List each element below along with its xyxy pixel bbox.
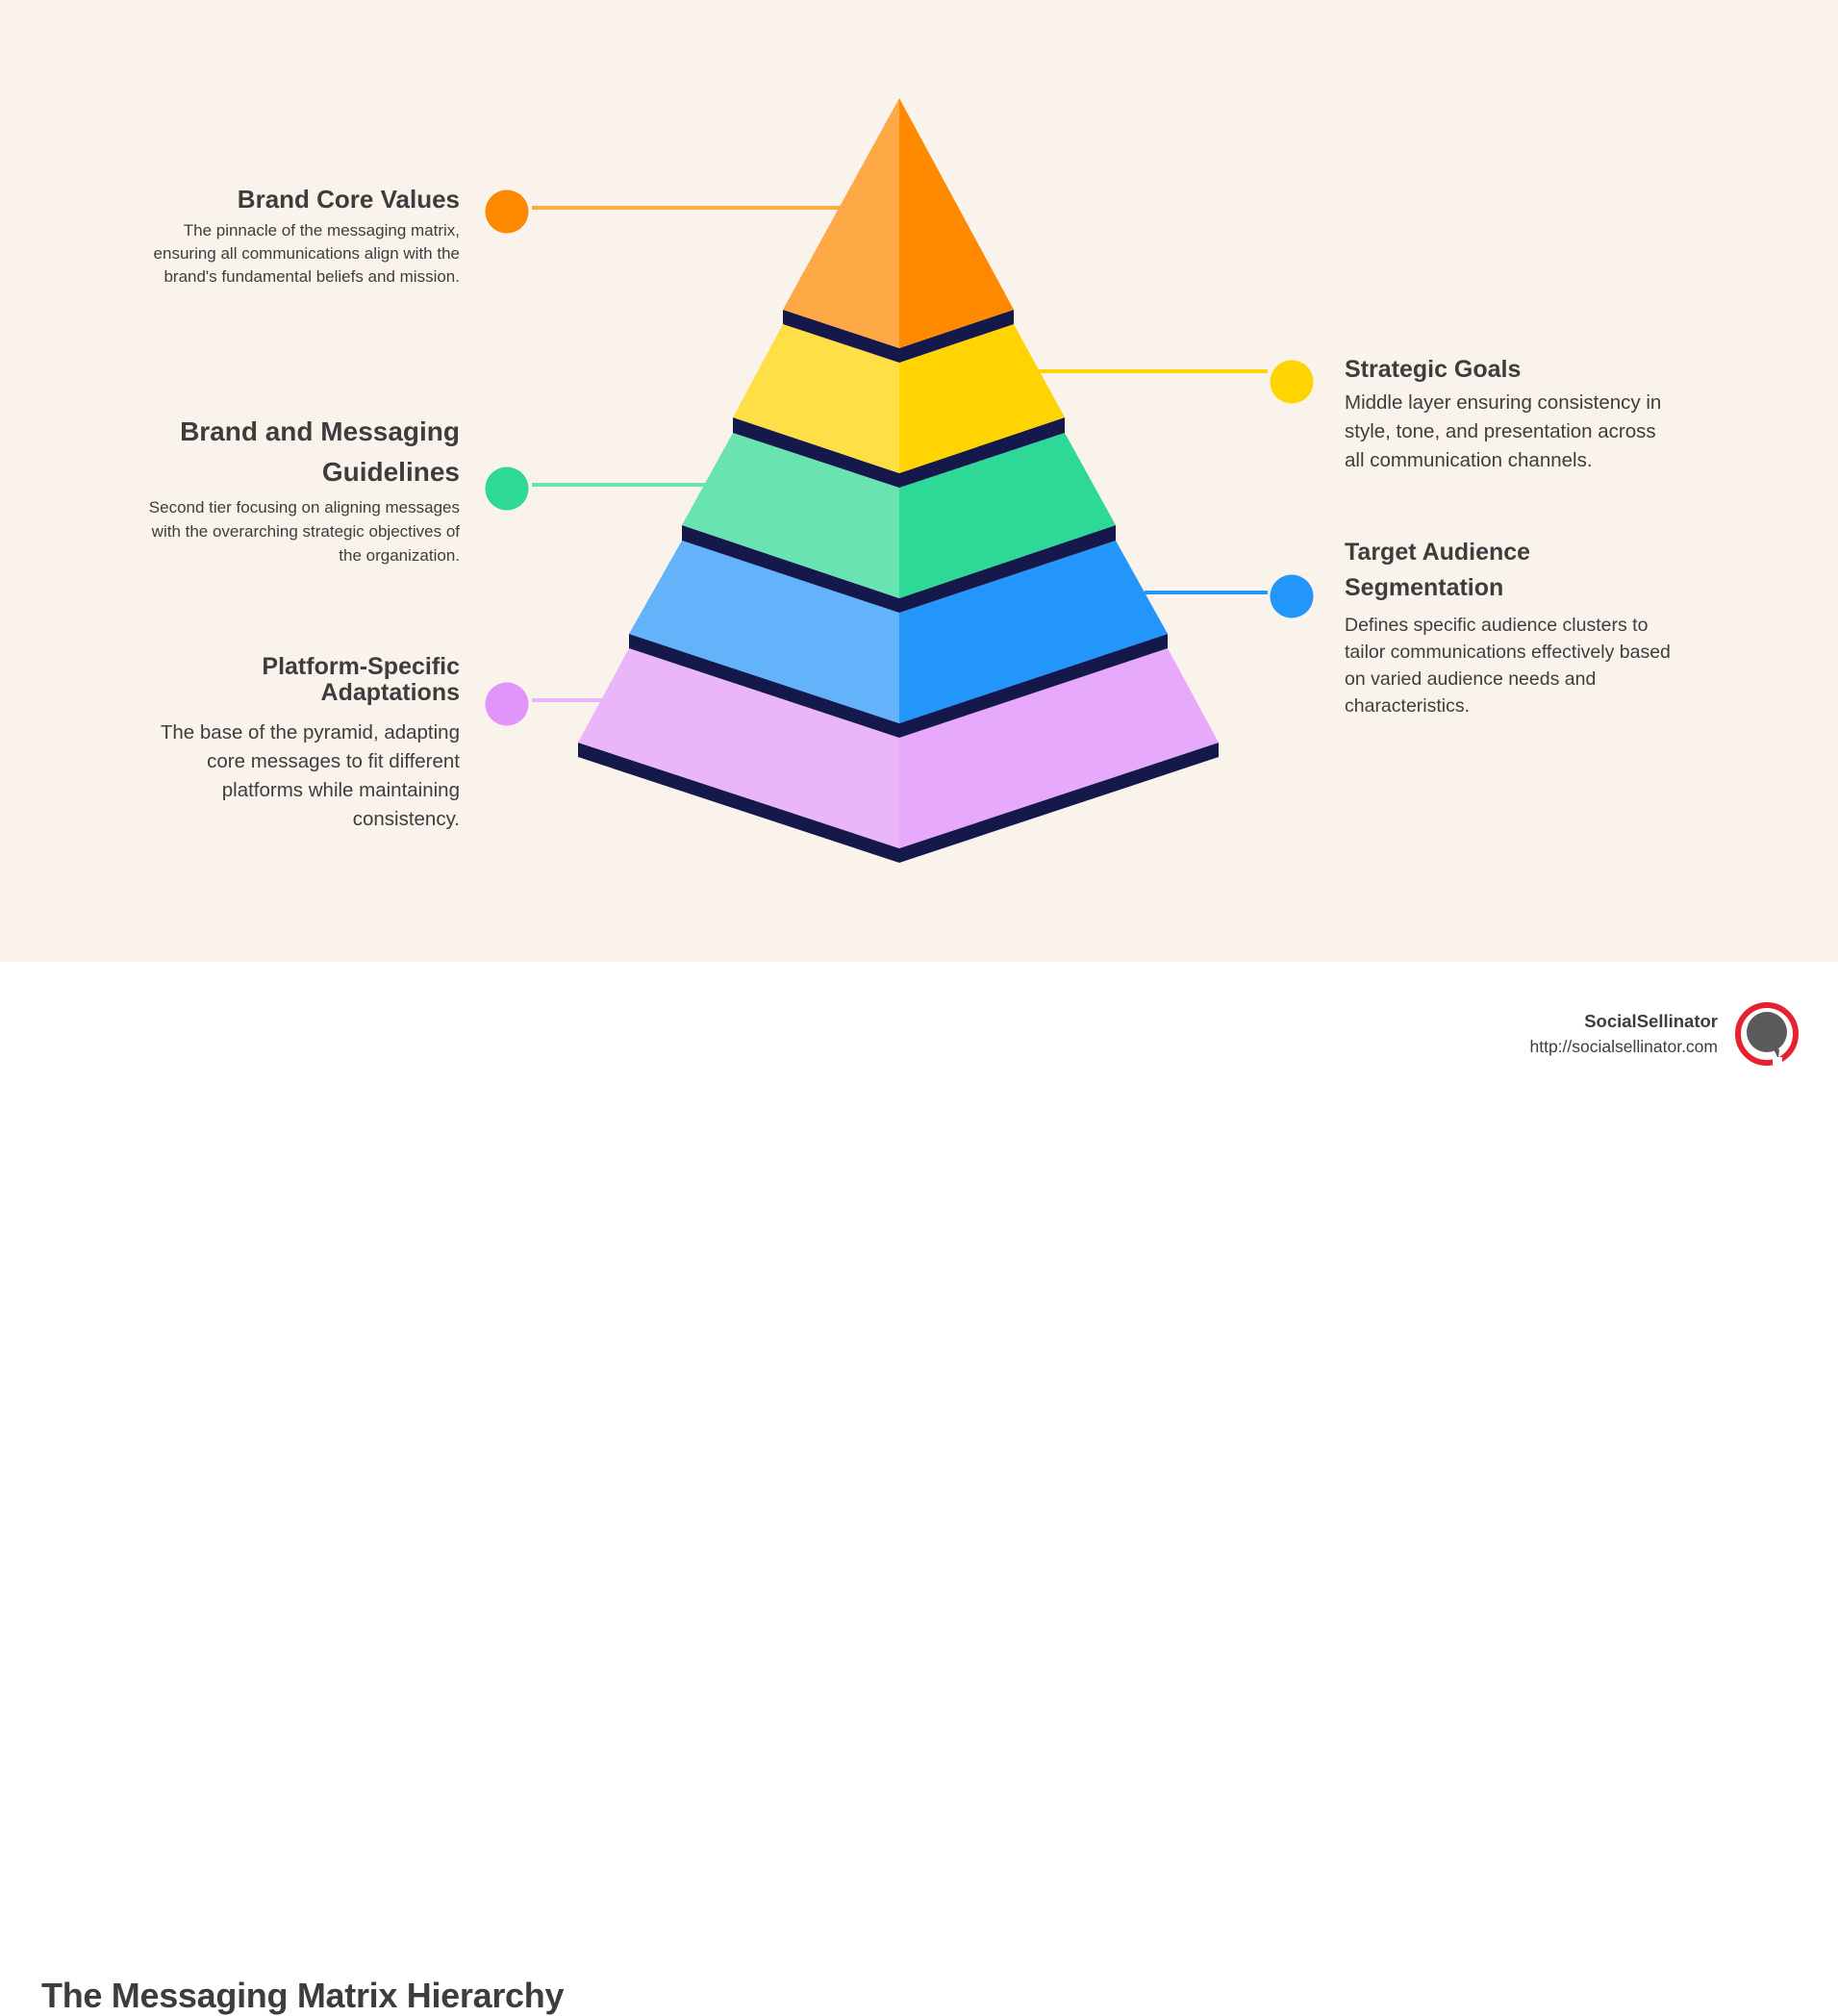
pyramid-layer-platform-specific [578, 648, 1219, 863]
pyramid-layer-strategic-goals [733, 324, 1065, 488]
label-title: Platform-Specific Adaptations [262, 653, 460, 706]
label-description: Second tier focusing on aligning message… [148, 498, 460, 565]
label-title: Brand Core Values [237, 185, 460, 214]
dot-target-audience [1270, 574, 1314, 618]
label-title: Target Audience Segmentation [1345, 539, 1531, 601]
dot-brand-messaging-guidelines [485, 466, 529, 511]
pyramid-layer-brand-core-values [783, 98, 1014, 363]
pyramid-layer-target-audience [629, 541, 1168, 738]
brand-name: SocialSellinator [1584, 1011, 1718, 1031]
pyramid-diagram [485, 98, 1314, 863]
footer: The Messaging Matrix Hierarchy [0, 962, 1838, 2015]
label-description: The base of the pyramid, adapting core m… [160, 721, 460, 830]
label-platform-specific: Platform-Specific Adaptations The base o… [142, 654, 460, 834]
label-description: Middle layer ensuring consistency in sty… [1345, 391, 1662, 471]
label-description: The pinnacle of the messaging matrix, en… [153, 221, 460, 286]
label-target-audience: Target Audience Segmentation Defines spe… [1345, 535, 1672, 719]
label-description: Defines specific audience clusters to ta… [1345, 615, 1671, 717]
label-title: Brand and Messaging Guidelines [180, 416, 460, 487]
speech-bubble-logo-icon [1735, 1002, 1799, 1066]
label-title: Strategic Goals [1345, 356, 1522, 383]
brand-url-link[interactable]: http://socialsellinator.com [1529, 1037, 1718, 1056]
dot-platform-specific [485, 682, 529, 726]
pyramid-layer-brand-messaging-guidelines [682, 433, 1116, 613]
diagram-canvas: Brand Core Values The pinnacle of the me… [0, 0, 1838, 962]
brand-block: SocialSellinator http://socialsellinator… [1529, 1010, 1718, 1060]
label-strategic-goals: Strategic Goals Middle layer ensuring co… [1345, 354, 1672, 475]
dot-brand-core-values [485, 189, 529, 234]
label-brand-core-values: Brand Core Values The pinnacle of the me… [142, 184, 460, 289]
page-title: The Messaging Matrix Hierarchy [41, 1976, 565, 2015]
dot-strategic-goals [1270, 360, 1314, 404]
label-brand-messaging-guidelines: Brand and Messaging Guidelines Second ti… [133, 412, 460, 567]
